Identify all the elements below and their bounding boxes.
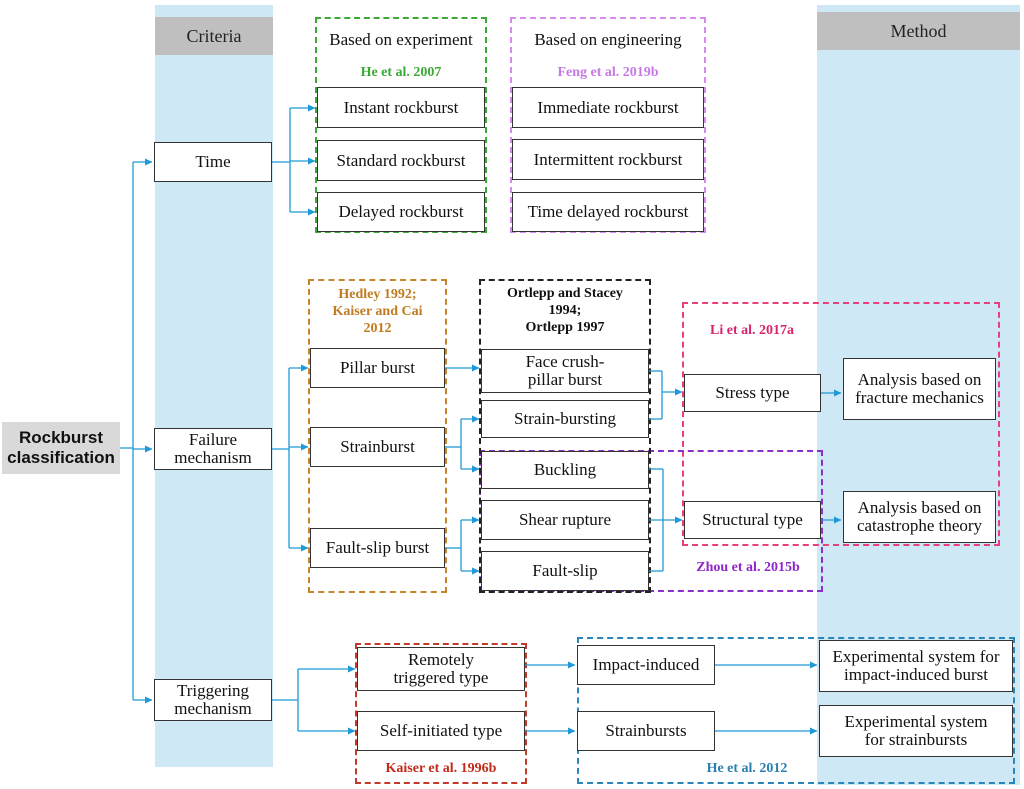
group-hedley — [308, 279, 447, 593]
fault-slip-burst: Fault-slip burst — [310, 528, 445, 568]
structural-type: Structural type — [684, 501, 821, 539]
root-node: Rockburst classification — [2, 422, 120, 474]
stress-type: Stress type — [684, 374, 821, 412]
experiment-title: Based on experiment — [329, 30, 473, 49]
remotely-triggered-type: Remotely triggered type — [357, 647, 525, 691]
citation-ortlepp: Ortlepp and Stacey 1994; Ortlepp 1997 — [507, 285, 623, 335]
criteria-header: Criteria — [155, 17, 273, 55]
intermittent-rockburst: Intermittent rockburst — [512, 139, 704, 180]
group-kaiser — [355, 643, 527, 784]
pillar-burst: Pillar burst — [310, 348, 445, 388]
citation-zhou-2015b: Zhou et al. 2015b — [696, 559, 800, 575]
time-delayed-rockburst: Time delayed rockburst — [512, 192, 704, 232]
citation-kaiser-1996b: Kaiser et al. 1996b — [385, 760, 497, 776]
strainbursts: Strainbursts — [577, 711, 715, 751]
face-crush-pillar-burst: Face crush- pillar burst — [481, 349, 649, 393]
self-initiated-type: Self-initiated type — [357, 711, 525, 751]
method-catastrophe-theory: Analysis based on catastrophe theory — [843, 491, 996, 543]
criterion-time: Time — [154, 142, 272, 182]
citation-he-2007: He et al. 2007 — [360, 64, 442, 80]
criteria-band — [155, 5, 273, 767]
impact-induced: Impact-induced — [577, 645, 715, 685]
citation-feng-2019b: Feng et al. 2019b — [557, 64, 659, 80]
method-strainburst-system: Experimental system for strainbursts — [819, 705, 1013, 757]
standard-rockburst: Standard rockburst — [317, 140, 485, 181]
group-he-2012 — [577, 637, 1015, 784]
criterion-triggering: Triggering mechanism — [154, 679, 272, 721]
method-header: Method — [817, 12, 1020, 50]
shear-rupture: Shear rupture — [481, 500, 649, 540]
method-fracture-mechanics: Analysis based on fracture mechanics — [843, 358, 996, 420]
criterion-failure: Failure mechanism — [154, 428, 272, 470]
engineering-title: Based on engineering — [534, 30, 682, 49]
group-engineering — [510, 17, 706, 233]
delayed-rockburst: Delayed rockburst — [317, 192, 485, 232]
group-li — [682, 302, 1000, 546]
citation-he-2012: He et al. 2012 — [706, 760, 788, 776]
method-impact-induced-system: Experimental system for impact-induced b… — [819, 640, 1013, 692]
citation-li-2017a: Li et al. 2017a — [710, 322, 794, 338]
fault-slip: Fault-slip — [481, 551, 649, 591]
buckling: Buckling — [481, 451, 649, 489]
group-experiment — [315, 17, 487, 233]
strainburst: Strainburst — [310, 427, 445, 467]
immediate-rockburst: Immediate rockburst — [512, 87, 704, 128]
group-ortlepp — [479, 279, 651, 593]
strain-bursting: Strain-bursting — [481, 400, 649, 438]
instant-rockburst: Instant rockburst — [317, 87, 485, 128]
citation-hedley-kaiser: Hedley 1992; Kaiser and Cai 2012 — [332, 286, 423, 336]
